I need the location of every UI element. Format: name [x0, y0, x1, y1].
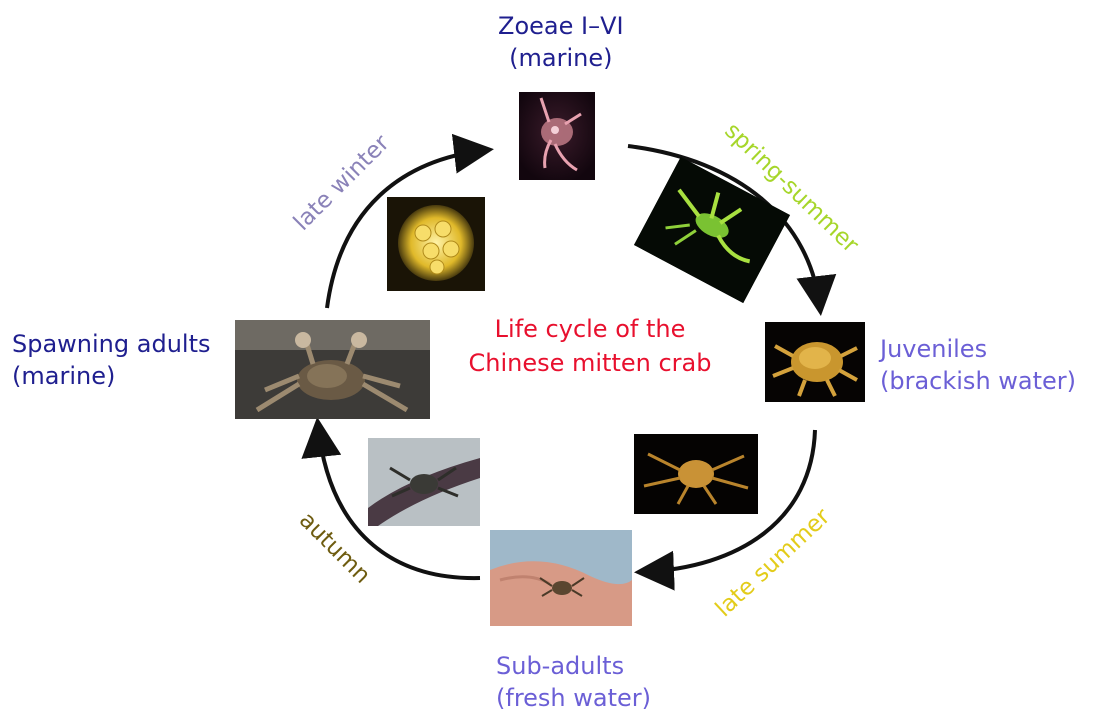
young-crab-photo — [634, 434, 758, 514]
diagram-title: Life cycle of the Chinese mitten crab — [440, 312, 740, 380]
juvenile-crab-photo — [765, 322, 865, 402]
stage-spawning-habitat: (marine) — [12, 360, 211, 392]
egg-mass-photo — [387, 197, 485, 291]
diagram-title-line1: Life cycle of the — [440, 312, 740, 346]
stage-subadults-name: Sub-adults — [496, 650, 651, 682]
stage-zoeae: Zoeae I–VI (marine) — [498, 10, 624, 74]
stage-spawning-name: Spawning adults — [12, 328, 211, 360]
crab-on-rope-photo — [368, 438, 480, 526]
stage-subadults-habitat: (fresh water) — [496, 682, 651, 714]
subadult-crab-in-hand-photo — [490, 530, 632, 626]
stage-juveniles: Juveniles (brackish water) — [880, 333, 1076, 397]
stage-juveniles-name: Juveniles — [880, 333, 1076, 365]
stage-zoeae-habitat: (marine) — [498, 42, 624, 74]
zoea-larva-photo — [519, 92, 595, 180]
diagram-title-line2: Chinese mitten crab — [440, 346, 740, 380]
spawning-adult-crab-photo — [235, 320, 430, 419]
stage-spawning-adults: Spawning adults (marine) — [12, 328, 211, 392]
stage-zoeae-name: Zoeae I–VI — [498, 10, 624, 42]
stage-juveniles-habitat: (brackish water) — [880, 365, 1076, 397]
stage-subadults: Sub-adults (fresh water) — [496, 650, 651, 714]
